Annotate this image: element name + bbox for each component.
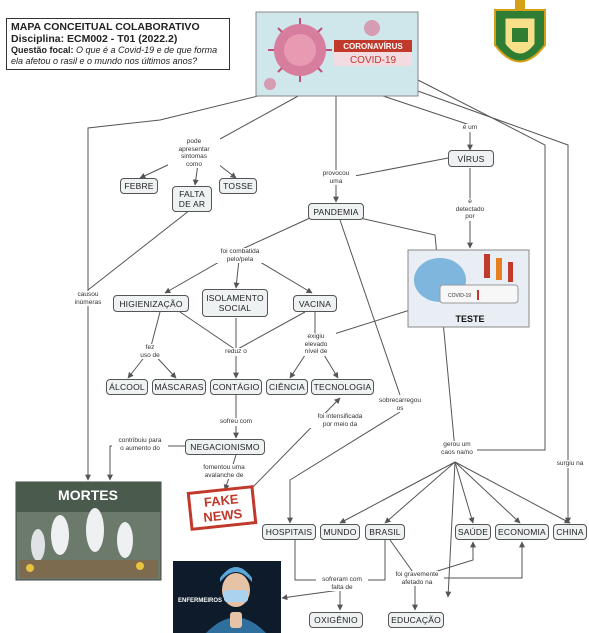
focal-label: Questão focal: xyxy=(11,45,74,55)
focal-question: Questão focal: O que é a Covid-19 e de q… xyxy=(11,45,225,67)
covid-title-text: COVID-19 xyxy=(350,55,397,66)
teste-label: TESTE xyxy=(455,314,484,324)
teste-image xyxy=(407,249,530,328)
node-hospitais[interactable]: HOSPITAIS xyxy=(262,524,316,540)
label-sofreu: sofreu com xyxy=(214,418,258,426)
node-pandemia[interactable]: PANDEMIA xyxy=(308,203,364,220)
fake-text: FAKE xyxy=(203,491,239,510)
university-emblem-icon xyxy=(494,0,546,63)
label-fomentou: fomentou uma avalanche de xyxy=(196,464,252,479)
fake-news-stamp xyxy=(186,485,258,531)
falta-ar-line1: FALTA xyxy=(179,189,205,199)
coronavirus-image xyxy=(255,11,419,97)
label-sofreram: sofreram com falta de xyxy=(316,576,368,591)
label-exigiu: exigiu elevado nível de xyxy=(296,333,336,356)
map-title: MAPA CONCEITUAL COLABORATIVO xyxy=(11,21,200,33)
label-reduz: reduz o xyxy=(220,348,252,356)
node-contagio[interactable]: CONTÁGIO xyxy=(210,379,262,395)
teste-small-text: COVID-19 xyxy=(448,293,471,299)
label-afetado: foi gravemente afetado na xyxy=(390,571,444,586)
node-febre[interactable]: FEBRE xyxy=(120,178,158,194)
title-box: MAPA CONCEITUAL COLABORATIVO Disciplina:… xyxy=(6,18,230,70)
node-oxigenio[interactable]: OXIGÊNIO xyxy=(309,612,363,628)
node-saude[interactable]: SAÚDE xyxy=(455,524,491,540)
node-vacina[interactable]: VACINA xyxy=(293,295,337,312)
corona-title-text: CORONAVÍRUS xyxy=(343,42,403,51)
node-brasil[interactable]: BRASIL xyxy=(365,524,405,540)
label-causou: causou inúmeras xyxy=(66,291,110,306)
isolamento-line2: SOCIAL xyxy=(218,303,252,313)
node-higienizacao[interactable]: HIGIENIZAÇÃO xyxy=(113,295,189,312)
news-text: NEWS xyxy=(203,506,244,525)
node-mundo[interactable]: MUNDO xyxy=(320,524,360,540)
node-negacionismo[interactable]: NEGACIONISMO xyxy=(185,439,265,455)
node-economia[interactable]: ECONOMIA xyxy=(495,524,549,540)
node-tecnologia[interactable]: TECNOLOGIA xyxy=(311,379,374,395)
enfermeiros-image xyxy=(173,561,281,633)
label-contribuiu: contribuiu para o aumento do xyxy=(112,437,168,452)
mortes-label: MORTES xyxy=(58,487,118,503)
node-virus[interactable]: VÍRUS xyxy=(448,150,494,167)
label-gerou: gerou um caos na/no xyxy=(437,441,477,456)
node-ciencia[interactable]: CIÊNCIA xyxy=(266,379,308,395)
node-mascaras[interactable]: MÁSCARAS xyxy=(152,379,206,395)
label-surgiu: surgiu na xyxy=(554,460,586,468)
label-intensificada: foi intensificada por meio da xyxy=(308,413,372,428)
focal-text: O que é a Covid-19 e de que forma ela af… xyxy=(11,45,218,66)
node-alcool[interactable]: ÁLCOOL xyxy=(106,379,148,395)
label-sobrecarregou: sobrecarregou os xyxy=(372,397,428,412)
node-isolamento-social[interactable]: ISOLAMENTO SOCIAL xyxy=(202,289,268,317)
isolamento-line1: ISOLAMENTO xyxy=(206,293,264,303)
node-tosse[interactable]: TOSSE xyxy=(219,178,257,194)
label-combatida: foi combatida pelo/pela xyxy=(208,248,272,263)
falta-ar-line2: DE AR xyxy=(178,199,206,209)
node-educacao[interactable]: EDUCAÇÃO xyxy=(388,612,444,628)
enfermeiros-label: ENFERMEIROS xyxy=(178,598,222,604)
label-pode-apresentar: pode apresentar sintomas como xyxy=(168,138,220,168)
node-china[interactable]: CHINA xyxy=(553,524,587,540)
label-detectado: é detectado por xyxy=(450,198,490,221)
node-falta-de-ar[interactable]: FALTA DE AR xyxy=(172,186,212,212)
label-fez-uso: fez uso de xyxy=(134,344,166,359)
mortes-image xyxy=(15,481,162,581)
label-provocou: provocou uma xyxy=(316,170,356,185)
discipline-line: Disciplina: ECM002 - T01 (2022.2) xyxy=(11,33,178,45)
label-e-um: é um xyxy=(458,124,482,132)
